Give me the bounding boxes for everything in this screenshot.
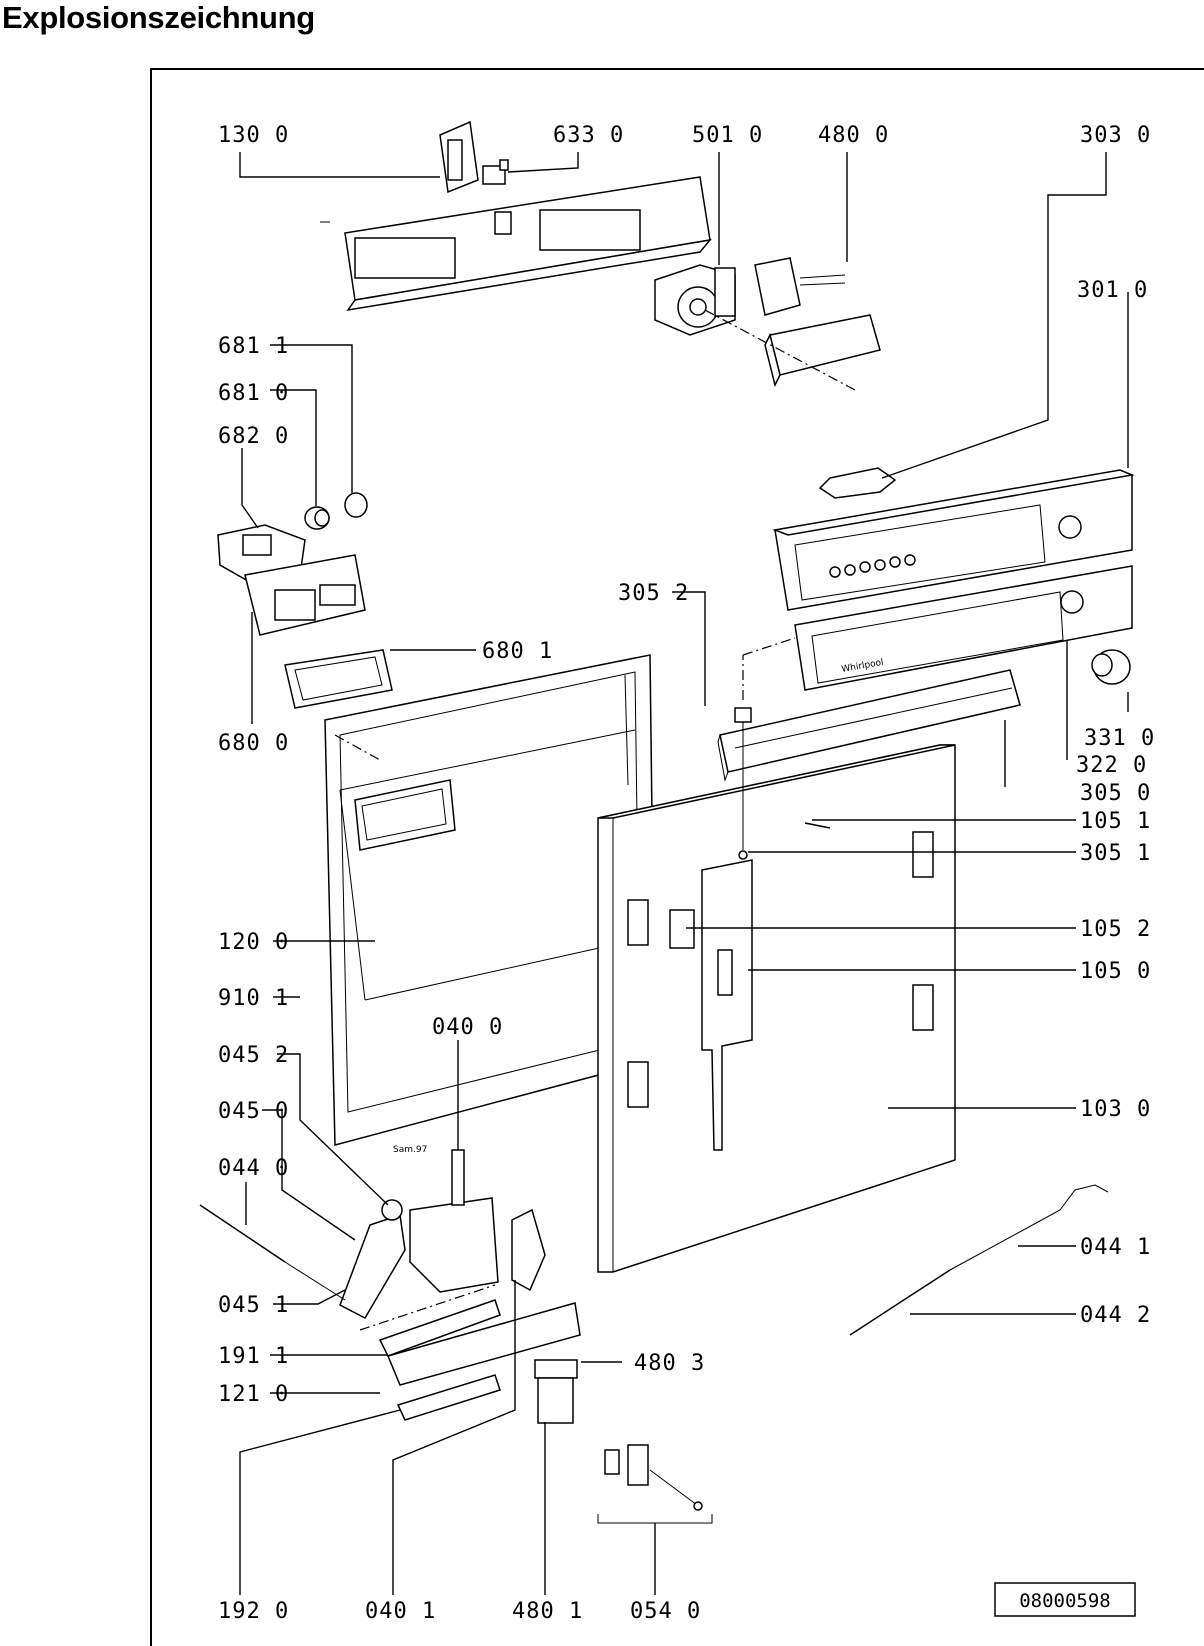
hinge-plate-part xyxy=(409,1149,499,1293)
label-040-1: 040 1 xyxy=(365,1599,436,1624)
label-501-0: 501 0 xyxy=(692,123,763,148)
label-105-2: 105 2 xyxy=(1080,917,1151,942)
timer-motor-part xyxy=(654,264,736,336)
label-044-2: 044 2 xyxy=(1080,1303,1151,1328)
ring-and-knob-parts xyxy=(304,492,368,530)
right-spring-part xyxy=(849,1184,1109,1336)
dispenser-unit-part xyxy=(217,524,366,636)
side-bracket-part xyxy=(511,1208,546,1292)
outer-door-panel-part xyxy=(597,744,956,1273)
hinge-arm-part xyxy=(339,1199,406,1319)
label-045-0: 045 0 xyxy=(218,1099,289,1124)
label-681-1: 681 1 xyxy=(218,334,289,359)
label-682-0: 682 0 xyxy=(218,424,289,449)
fascia-buttons xyxy=(829,554,916,578)
control-rail xyxy=(320,176,712,312)
label-480-3: 480 3 xyxy=(634,1351,705,1376)
date-stamp: Sam.97 xyxy=(393,1145,427,1155)
label-480-1: 480 1 xyxy=(512,1599,583,1624)
label-105-1: 105 1 xyxy=(1080,809,1151,834)
motor-bracket-part xyxy=(704,309,881,391)
label-680-1: 680 1 xyxy=(482,639,553,664)
label-331-0: 331 0 xyxy=(1084,726,1155,751)
label-633-0: 633 0 xyxy=(553,123,624,148)
handle-cover-part xyxy=(818,467,897,499)
label-910-1: 910 1 xyxy=(218,986,289,1011)
label-044-0: 044 0 xyxy=(218,1156,289,1181)
label-120-0: 120 0 xyxy=(218,930,289,955)
label-681-0: 681 0 xyxy=(218,381,289,406)
label-103-0: 103 0 xyxy=(1080,1097,1151,1122)
drawing-reference-box: 08000598 xyxy=(994,1582,1136,1617)
left-spring-part xyxy=(199,1204,346,1301)
part-labels: 130 0 633 0 501 0 480 0 303 0 301 0 681 … xyxy=(218,123,1155,1624)
label-305-1: 305 1 xyxy=(1080,841,1151,866)
label-105-0: 105 0 xyxy=(1080,959,1151,984)
label-044-1: 044 1 xyxy=(1080,1235,1151,1260)
door-latch-strip-part xyxy=(669,859,753,1151)
label-301-0: 301 0 xyxy=(1077,278,1148,303)
page-title: Explosionszeichnung xyxy=(2,0,315,35)
switch-part xyxy=(439,120,479,194)
gasket-part xyxy=(284,649,393,709)
label-130-0: 130 0 xyxy=(218,123,289,148)
label-303-0: 303 0 xyxy=(1080,123,1151,148)
label-322-0: 322 0 xyxy=(1076,753,1147,778)
label-191-1: 191 1 xyxy=(218,1344,289,1369)
small-parts-set xyxy=(597,1444,713,1524)
lower-connector-part xyxy=(534,1359,578,1424)
label-680-0: 680 0 xyxy=(218,731,289,756)
label-192-0: 192 0 xyxy=(218,1599,289,1624)
drawing-reference-number: 08000598 xyxy=(1019,1590,1111,1612)
label-045-2: 045 2 xyxy=(218,1043,289,1068)
control-fascia-part: Whirlpool xyxy=(772,469,1135,691)
label-054-0: 054 0 xyxy=(630,1599,701,1624)
label-305-0: 305 0 xyxy=(1080,781,1151,806)
connector-block-part xyxy=(754,257,846,316)
small-relay-part xyxy=(482,159,509,185)
door-handle-bar-part xyxy=(717,637,1021,860)
leader-lines xyxy=(239,152,1129,1595)
small-pin-part xyxy=(804,822,831,829)
label-121-0: 121 0 xyxy=(218,1382,289,1407)
label-045-1: 045 1 xyxy=(218,1293,289,1318)
label-305-2: 305 2 xyxy=(618,581,689,606)
label-040-0: 040 0 xyxy=(432,1015,503,1040)
diagram-frame xyxy=(150,68,1204,1646)
lower-rails-part xyxy=(359,1284,581,1421)
label-480-0: 480 0 xyxy=(818,123,889,148)
program-knob-part xyxy=(1091,649,1131,685)
